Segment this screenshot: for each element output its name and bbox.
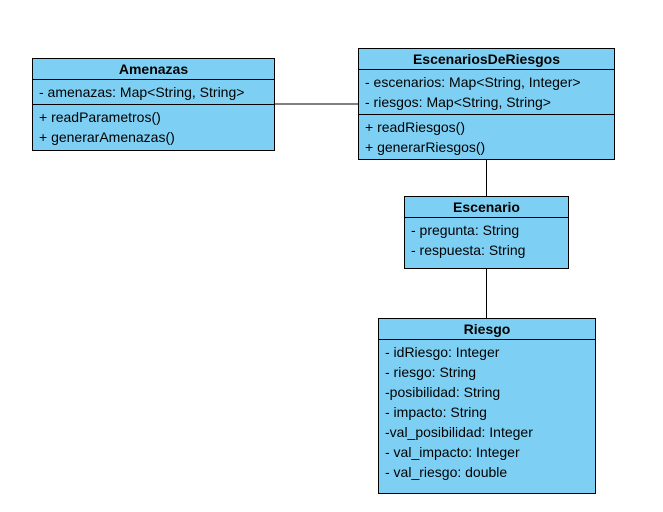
class-operations-escenarios-de-riesgos: + readRiesgos() + generarRiesgos() (359, 114, 614, 159)
class-riesgo[interactable]: Riesgo - idRiesgo: Integer - riesgo: Str… (378, 318, 596, 494)
attribute-val-posibilidad: -val_posibilidad: Integer (385, 424, 533, 440)
class-title-amenazas: Amenazas (33, 59, 274, 80)
attribute-riesgos: - riesgos: Map<String, String> (365, 94, 551, 110)
attribute-val-riesgo: - val_riesgo: double (385, 464, 508, 480)
operation-read-riesgos: + readRiesgos() (365, 119, 465, 135)
class-escenario[interactable]: Escenario - pregunta: String - respuesta… (404, 196, 569, 269)
operation-read-parametros: + readParametros() (39, 109, 161, 125)
attribute-posibilidad: -posibilidad: String (385, 384, 501, 400)
class-amenazas[interactable]: Amenazas - amenazas: Map<String, String>… (32, 58, 275, 151)
attribute-riesgo: - riesgo: String (385, 364, 477, 380)
class-title-riesgo: Riesgo (379, 319, 595, 340)
attribute-val-impacto: - val_impacto: Integer (385, 444, 520, 460)
operation-generar-riesgos: + generarRiesgos() (365, 139, 486, 155)
class-attributes-riesgo: - idRiesgo: Integer - riesgo: String -po… (379, 340, 595, 484)
class-operations-amenazas: + readParametros() + generarAmenazas() (33, 104, 274, 149)
class-attributes-escenarios-de-riesgos: - escenarios: Map<String, Integer> - rie… (359, 70, 614, 114)
attribute-pregunta: - pregunta: String (411, 222, 520, 238)
class-title-escenarios-de-riesgos: EscenariosDeRiesgos (359, 49, 614, 70)
class-title-escenario: Escenario (405, 197, 568, 218)
class-attributes-amenazas: - amenazas: Map<String, String> (33, 80, 274, 104)
attribute-escenarios: - escenarios: Map<String, Integer> (365, 74, 581, 90)
operation-generar-amenazas: + generarAmenazas() (39, 129, 175, 145)
attribute-amenazas: - amenazas: Map<String, String> (39, 84, 245, 100)
attribute-impacto: - impacto: String (385, 404, 487, 420)
attribute-id-riesgo: - idRiesgo: Integer (385, 344, 500, 360)
class-escenarios-de-riesgos[interactable]: EscenariosDeRiesgos - escenarios: Map<St… (358, 48, 615, 160)
attribute-respuesta: - respuesta: String (411, 242, 526, 258)
class-attributes-escenario: - pregunta: String - respuesta: String (405, 218, 568, 262)
